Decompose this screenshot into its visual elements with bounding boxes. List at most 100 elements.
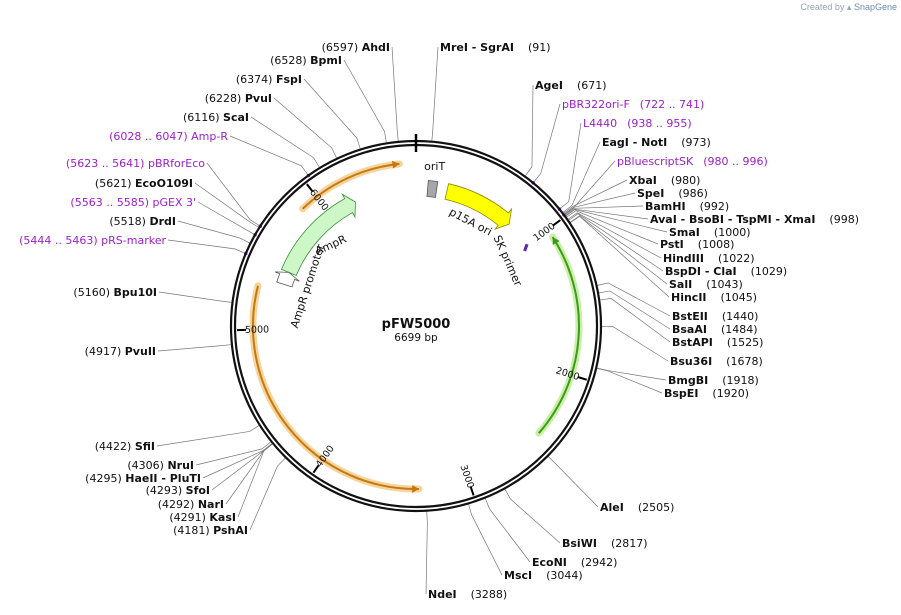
site-label-left: (5563 .. 5585) pGEX 3' xyxy=(70,196,196,209)
label-connector xyxy=(601,326,669,362)
site-label-right: BamHI(992) xyxy=(645,200,729,213)
site-label-right: BspDI - ClaI(1029) xyxy=(665,265,787,278)
label-connector xyxy=(525,84,534,176)
site-label-layer: MreI - SgrAI(91)AgeI(671)pBR322ori-F(722… xyxy=(19,41,859,601)
site-label-right: MreI - SgrAI(91) xyxy=(440,41,551,54)
label-connector xyxy=(562,141,601,213)
site-label-right: HindIII(1022) xyxy=(663,252,755,265)
site-label-left: (6028 .. 6047) Amp-R xyxy=(109,130,228,143)
site-label-left: (6374) FspI xyxy=(236,73,302,86)
label-connector xyxy=(598,290,671,330)
site-label-right: NdeI(3288) xyxy=(428,588,507,601)
site-label-right: PstI(1008) xyxy=(660,238,734,251)
site-label-left: (5518) DrdI xyxy=(109,215,176,228)
label-connector xyxy=(563,179,628,214)
label-connector xyxy=(391,46,399,141)
orf-arc xyxy=(302,162,400,210)
feature-sk-primer xyxy=(523,243,529,252)
tick-label: 3000 xyxy=(458,463,476,489)
feature-orit xyxy=(426,180,439,198)
orf-layer xyxy=(249,160,583,493)
label-connector xyxy=(273,97,337,159)
label-connector xyxy=(504,489,561,544)
label-connector xyxy=(425,511,428,595)
site-label-right: BmgBI(1918) xyxy=(668,374,759,387)
label-connector xyxy=(195,441,271,466)
tick-label: 5000 xyxy=(245,324,269,336)
tick-mark xyxy=(552,219,561,227)
site-label-left: (5621) EcoO109I xyxy=(95,177,193,190)
orf-arrowhead xyxy=(412,484,419,493)
label-connector xyxy=(343,59,387,143)
label-connector xyxy=(570,215,670,298)
label-connector xyxy=(229,135,309,175)
site-label-right: EagI - NotI(973) xyxy=(602,136,711,149)
site-label-left: (6597) AhdI xyxy=(322,41,390,54)
site-label-left: (4291) KasI xyxy=(169,511,236,524)
label-connector xyxy=(202,443,273,479)
site-label-left: (5623 .. 5641) pBRforEco xyxy=(66,157,205,170)
primer-name: L4440 xyxy=(583,117,617,130)
label-connector xyxy=(156,425,260,447)
label-connector xyxy=(177,220,250,244)
label-connector xyxy=(157,344,231,352)
site-label-right: pBluescriptSK(980 .. 996) xyxy=(617,155,768,168)
label-connector xyxy=(568,212,662,259)
label-connector xyxy=(197,201,255,235)
label-connector xyxy=(158,291,232,303)
label-connector xyxy=(431,46,439,141)
site-label-right: L4440(938 .. 955) xyxy=(583,117,692,130)
site-label-left: (4293) SfoI xyxy=(146,484,210,497)
tick-mark xyxy=(312,464,320,474)
site-label-left: (4295) HaeII - PluTI xyxy=(85,472,201,485)
credit-brand: SnapGene xyxy=(853,2,897,12)
orf-arc xyxy=(538,236,580,434)
tick-mark xyxy=(306,183,314,192)
orf-arrowhead xyxy=(391,160,400,169)
site-label-left: (4306) NruI xyxy=(127,459,194,472)
site-label-left: (4917) PvuII xyxy=(85,345,156,358)
site-label-left: (4181) PshAI xyxy=(173,524,248,537)
label-connector xyxy=(600,298,671,343)
orf-arrowhead xyxy=(552,237,560,246)
label-connector xyxy=(250,116,320,168)
label-connector xyxy=(568,213,664,272)
label-connector xyxy=(564,192,636,215)
snapgene-credit: Created by ▴ SnapGene xyxy=(800,2,897,13)
site-label-right: BstAPI(1525) xyxy=(672,336,763,349)
label-connector xyxy=(597,368,663,394)
label-connector xyxy=(303,78,361,149)
label-connector xyxy=(533,103,561,183)
site-label-right: SpeI(986) xyxy=(637,187,708,200)
tick-mark xyxy=(469,486,475,496)
orf-arc xyxy=(251,285,420,491)
site-label-right: MscI(3044) xyxy=(504,569,583,582)
label-connector xyxy=(597,282,671,317)
site-label-right: BstEII(1440) xyxy=(672,310,758,323)
label-connector xyxy=(564,205,644,216)
plasmid-name: pFW5000 xyxy=(382,317,451,332)
site-label-right: BsaAI(1484) xyxy=(672,323,758,336)
site-label-right: SmaI(1000) xyxy=(669,226,750,239)
site-label-left: (4292) NarI xyxy=(158,498,224,511)
site-label-right: Bsu36I(1678) xyxy=(670,355,763,368)
feature-label: SK primer xyxy=(491,233,525,288)
label-connector xyxy=(468,504,503,576)
site-label-right: AvaI - BsoBI - TspMI - XmaI(998) xyxy=(650,213,859,226)
plasmid-length: 6699 bp xyxy=(394,332,438,344)
label-connector xyxy=(565,208,649,220)
tick-mark xyxy=(577,376,588,381)
label-connector xyxy=(548,456,599,508)
label-connector xyxy=(597,367,667,381)
label-connector xyxy=(570,215,668,285)
site-label-right: BsiWI(2817) xyxy=(562,537,648,550)
feature-ampr xyxy=(280,193,356,276)
site-label-left: (6228) PvuI xyxy=(205,92,272,105)
site-label-left: (5444 .. 5463) pRS-marker xyxy=(19,234,166,247)
site-label-left: (5160) Bpu10I xyxy=(73,286,157,299)
site-label-right: XbaI(980) xyxy=(629,174,700,187)
site-label-left: (6528) BpmI xyxy=(270,54,342,67)
